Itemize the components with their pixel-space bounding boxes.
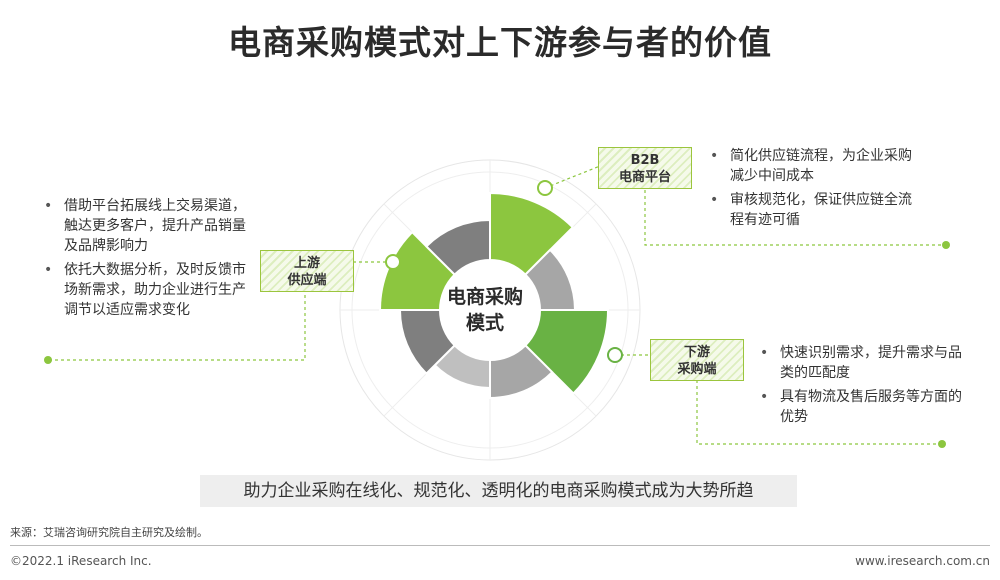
segment-platform (489, 191, 575, 277)
donut-segments (378, 191, 610, 400)
bullets-upstream: 借助平台拓展线上交易渠道，触达更多客户，提升产品销量及品牌影响力 依托大数据分析… (40, 196, 255, 324)
tag-platform-line2: 电商平台 (618, 170, 671, 185)
tag-upstream-line1: 上游 (293, 256, 320, 271)
donut-center (440, 260, 540, 360)
bullets-platform: 简化供应链流程，为企业采购减少中间成本 审核规范化，保证供应链全流程有迹可循 (706, 146, 921, 234)
marker-platform (537, 180, 553, 196)
center-label-line1: 电商采购 (446, 286, 523, 308)
tag-downstream-line1: 下游 (683, 345, 710, 360)
source-note: 来源：艾瑞咨询研究院自主研究及绘制。 (10, 526, 208, 539)
tag-downstream-line2: 采购端 (677, 362, 717, 377)
center-label: 电商采购 模式 (435, 284, 535, 336)
tag-platform: B2B 电商平台 (598, 147, 692, 189)
segment-downstream (523, 309, 610, 395)
connector-platform (544, 165, 601, 189)
center-label-line2: 模式 (465, 312, 504, 334)
markers (44, 180, 950, 448)
marker-upstream (385, 254, 401, 270)
dot-upstream-end (44, 356, 52, 364)
connector-platform-bullets (644, 190, 946, 246)
footer-divider (10, 545, 990, 546)
bullet-upstream-2: 依托大数据分析，及时反馈市场新需求，助力企业进行生产调节以适应需求变化 (40, 260, 255, 320)
page-title: 电商采购模式对上下游参与者的价值 (228, 23, 772, 62)
tag-downstream: 下游 采购端 (650, 339, 744, 381)
footer-copyright: ©2022.1 iResearch Inc. (10, 554, 152, 568)
tag-upstream: 上游 供应端 (260, 250, 354, 292)
footer-website: www.iresearch.com.cn (855, 554, 990, 568)
conclusion-banner: 助力企业采购在线化、规范化、透明化的电商采购模式成为大势所趋 (200, 475, 797, 507)
bullets-downstream: 快速识别需求，提升需求与品类的匹配度 具有物流及售后服务等方面的优势 (756, 343, 966, 431)
dot-downstream-end (938, 440, 946, 448)
marker-downstream (607, 347, 623, 363)
bullet-downstream-2: 具有物流及售后服务等方面的优势 (756, 387, 966, 427)
connectors (48, 165, 946, 445)
tag-platform-line1: B2B (630, 153, 660, 168)
bullet-platform-2: 审核规范化，保证供应链全流程有迹可循 (706, 190, 921, 230)
bullet-platform-1: 简化供应链流程，为企业采购减少中间成本 (706, 146, 921, 186)
bullet-downstream-1: 快速识别需求，提升需求与品类的匹配度 (756, 343, 966, 383)
tag-upstream-line2: 供应端 (287, 273, 327, 288)
bullet-upstream-1: 借助平台拓展线上交易渠道，触达更多客户，提升产品销量及品牌影响力 (40, 196, 255, 256)
dot-platform-end (942, 241, 950, 249)
connector-upstream-bullets (48, 277, 306, 361)
